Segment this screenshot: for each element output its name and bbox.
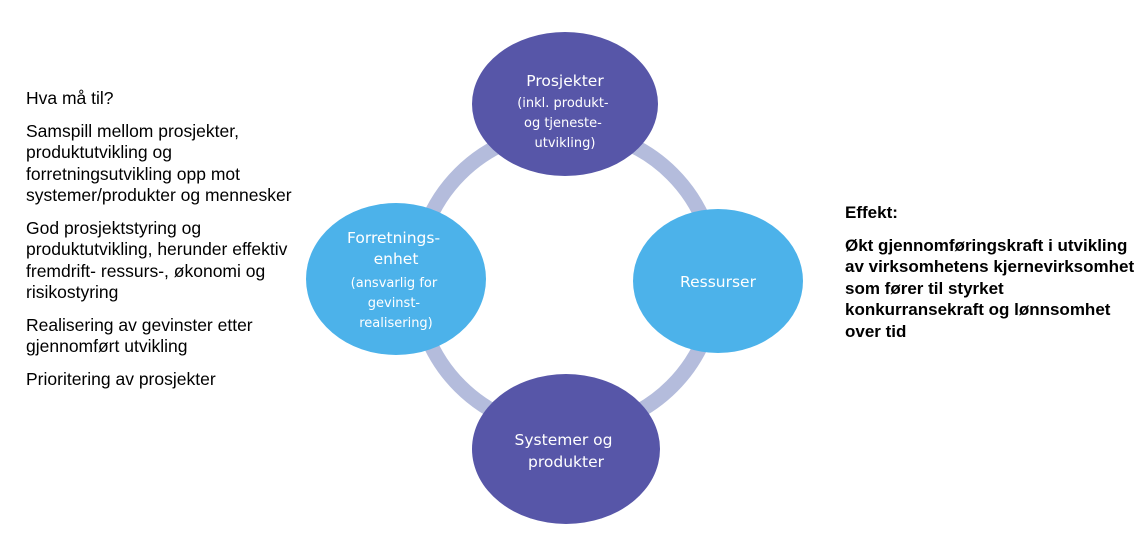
node-prosjekter: Prosjekter (inkl. produkt- og tjeneste- … bbox=[472, 32, 658, 176]
requirement-item: Samspill mellom prosjekter, produktutvik… bbox=[26, 120, 292, 206]
requirement-item: Realisering av gevinster etter gjennomfø… bbox=[26, 314, 253, 357]
node-forretningsenhet-sublabel: (ansvarlig for gevinst- realisering) bbox=[351, 276, 442, 331]
node-ressurser-label: Ressurser bbox=[680, 273, 757, 291]
requirement-item: Prioritering av prosjekter bbox=[26, 368, 216, 389]
node-forretningsenhet: Forretnings- enhet (ansvarlig for gevins… bbox=[306, 203, 486, 355]
node-forretningsenhet-label: Forretnings- enhet bbox=[347, 229, 445, 268]
effect-text: Økt gjennomføringskraft i utvikling av v… bbox=[845, 235, 1135, 341]
requirement-item: God prosjektstyring og produktutvikling,… bbox=[26, 217, 288, 303]
node-systemer-label: Systemer og produkter bbox=[515, 431, 618, 471]
requirements-heading: Hva må til? bbox=[26, 88, 114, 108]
node-systemer-og-produkter: Systemer og produkter bbox=[472, 374, 660, 524]
effect-heading: Effekt: bbox=[845, 203, 898, 222]
node-prosjekter-label: Prosjekter bbox=[526, 72, 604, 90]
effect-panel: Effekt: Økt gjennomføringskraft i utvikl… bbox=[845, 202, 1144, 342]
node-prosjekter-sublabel: (inkl. produkt- og tjeneste- utvikling) bbox=[517, 96, 613, 151]
requirements-panel: Hva må til? Samspill mellom prosjekter, … bbox=[26, 88, 316, 401]
node-ressurser: Ressurser bbox=[633, 209, 803, 353]
